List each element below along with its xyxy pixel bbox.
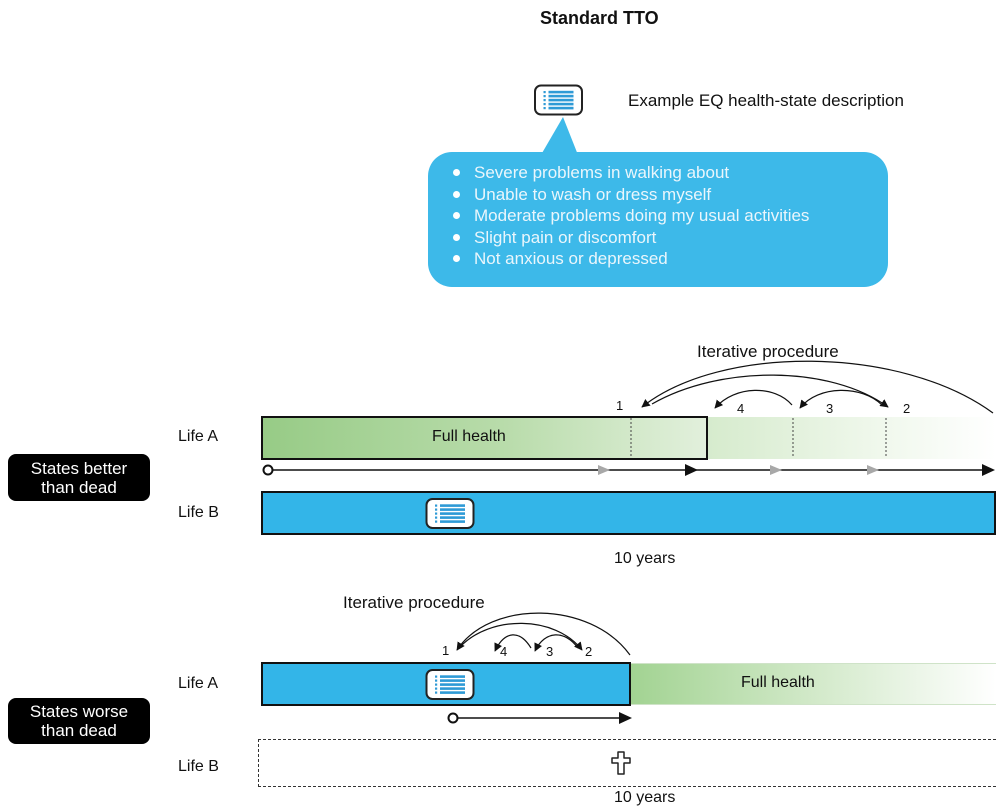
life-a-remaining-range (708, 417, 996, 459)
document-icon (425, 668, 475, 701)
step-label: 3 (546, 644, 553, 659)
health-state-item: Moderate problems doing my usual activit… (452, 205, 809, 227)
procedure-label-worse: Iterative procedure (343, 593, 485, 612)
iteration-arc-1-to-2 (459, 622, 583, 651)
duration-label-worse: 10 years (614, 789, 676, 806)
life-a-label-worse: Life A (178, 675, 219, 692)
step-label: 1 (442, 643, 449, 658)
timeline-end-arrow (982, 464, 995, 476)
life-b-health-state-bar (261, 491, 996, 535)
full-health-label: Full health (741, 674, 815, 691)
category-better-than-dead: States better than dead (8, 454, 150, 501)
timeline-end-arrow (619, 712, 632, 724)
timeline-start (447, 712, 459, 724)
iteration-arc-2-to-3 (534, 634, 579, 652)
step-label: 2 (903, 401, 910, 416)
health-state-item: Slight pain or discomfort (452, 227, 809, 249)
category-line: States better (30, 458, 128, 478)
iteration-arc-end-to-1 (456, 612, 631, 656)
full-health-label: Full health (432, 428, 506, 445)
health-state-list: Severe problems in walking about Unable … (452, 162, 809, 270)
life-a-full-health-bar: Full health (261, 416, 708, 460)
duration-label-better: 10 years (614, 550, 676, 567)
example-caption: Example EQ health-state description (628, 91, 904, 110)
timeline-step-arrow (867, 465, 879, 475)
category-line: than dead (41, 477, 117, 497)
diagram-title: Standard TTO (540, 8, 659, 28)
category-worse-than-dead: States worse than dead (8, 698, 150, 744)
life-a-label-better: Life A (178, 428, 219, 445)
step-label: 3 (826, 401, 833, 416)
cross-icon (611, 751, 631, 775)
step-label: 2 (585, 644, 592, 659)
timeline-step-arrow (770, 465, 782, 475)
document-icon (425, 497, 475, 530)
life-b-label-better: Life B (178, 504, 219, 521)
step-label: 1 (616, 398, 623, 413)
iteration-arc-3-to-4 (494, 634, 532, 652)
health-state-item: Not anxious or depressed (452, 248, 809, 270)
timeline-start (262, 464, 274, 476)
category-line: than dead (41, 721, 117, 740)
category-line: States worse (29, 702, 129, 721)
health-state-item: Unable to wash or dress myself (452, 184, 809, 206)
document-icon (531, 84, 586, 116)
bubble-tail (538, 117, 580, 160)
health-state-item: Severe problems in walking about (452, 162, 809, 184)
iteration-arc-end-to-1 (641, 360, 994, 414)
step-label: 4 (500, 644, 507, 659)
timeline-step-arrow (598, 465, 610, 475)
life-b-label-worse: Life B (178, 758, 219, 775)
iteration-arc-3-to-4 (714, 389, 793, 409)
iteration-arc-2-to-3 (799, 389, 883, 409)
step-label: 4 (737, 401, 744, 416)
iteration-arc-1-to-2 (651, 374, 889, 408)
timeline-current-arrow (685, 464, 698, 476)
health-state-bubble: Severe problems in walking about Unable … (428, 152, 888, 287)
life-a-full-health-range (631, 663, 996, 705)
procedure-label-better: Iterative procedure (697, 342, 839, 361)
